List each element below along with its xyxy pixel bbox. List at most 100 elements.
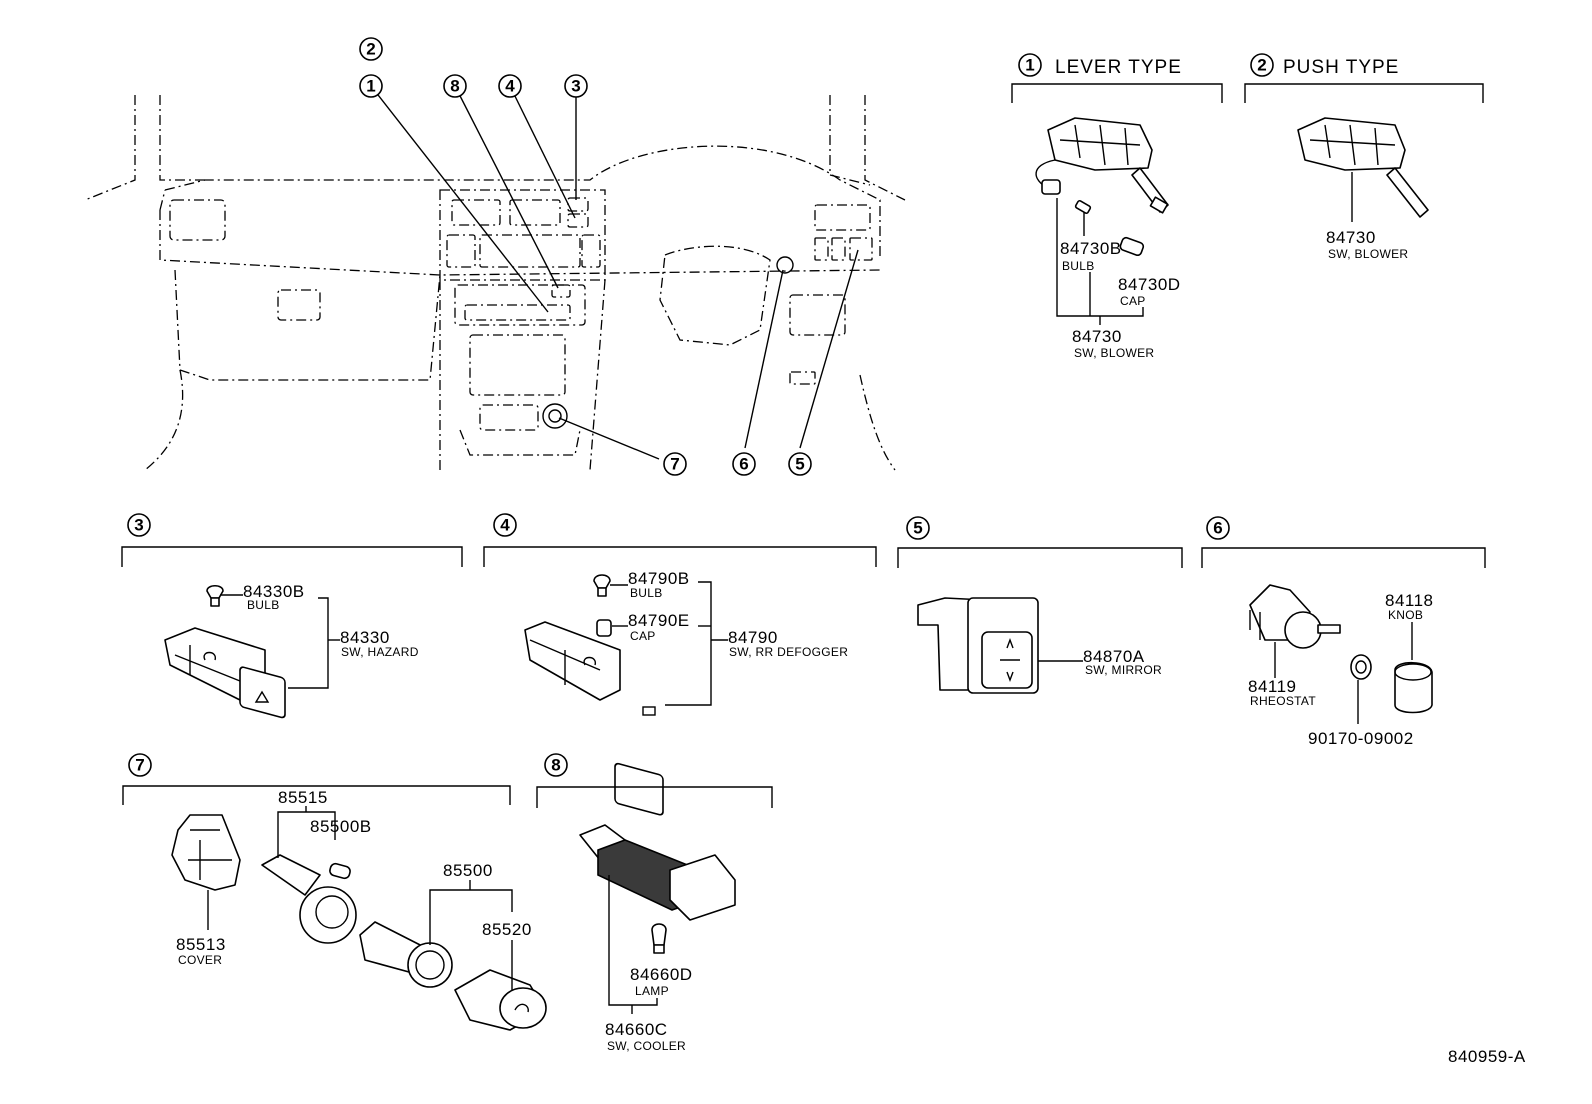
callout-2: 2 bbox=[359, 37, 383, 61]
part-84118: 84118 KNOB bbox=[1385, 591, 1434, 622]
svg-text:SW, MIRROR: SW, MIRROR bbox=[1085, 663, 1162, 677]
callout-8: 8 bbox=[443, 74, 467, 98]
callout-1: 1 bbox=[359, 74, 383, 98]
svg-text:85513: 85513 bbox=[176, 935, 226, 954]
svg-text:84330: 84330 bbox=[340, 628, 390, 647]
cover-drawing bbox=[171, 814, 241, 891]
svg-text:90170-09002: 90170-09002 bbox=[1308, 729, 1414, 748]
section-8-cooler: 8 84660D LAMP 84660C SW, COOLER bbox=[536, 753, 773, 1053]
blower-switch-push-drawing bbox=[1297, 117, 1429, 218]
svg-text:84730D: 84730D bbox=[1118, 275, 1181, 294]
callout-4: 4 bbox=[498, 74, 522, 98]
svg-text:84119: 84119 bbox=[1248, 677, 1297, 696]
section-3-hazard: 3 84330B BULB 84330 SW, HAZARD bbox=[121, 513, 463, 719]
svg-text:SW, BLOWER: SW, BLOWER bbox=[1328, 247, 1408, 261]
svg-text:4: 4 bbox=[500, 516, 510, 535]
svg-text:RHEOSTAT: RHEOSTAT bbox=[1250, 694, 1316, 708]
callout-3: 3 bbox=[564, 74, 588, 98]
lamp-drawing bbox=[651, 923, 667, 954]
svg-text:84870A: 84870A bbox=[1083, 647, 1145, 666]
part-84330B: 84330B BULB bbox=[243, 582, 305, 612]
svg-text:85520: 85520 bbox=[482, 920, 532, 939]
hazard-switch-drawing bbox=[164, 584, 286, 719]
cooler-switch-drawing bbox=[579, 824, 736, 921]
part-84660D: 84660D LAMP bbox=[630, 965, 693, 998]
svg-text:7: 7 bbox=[670, 455, 679, 474]
lighter-knob-drawing bbox=[454, 969, 547, 1031]
svg-text:CAP: CAP bbox=[1120, 294, 1146, 308]
defogger-switch-drawing bbox=[524, 574, 664, 816]
part-84660C: 84660C SW, COOLER bbox=[605, 1020, 686, 1053]
section-4-defogger: 4 84790B BULB 84790E CAP 84790 SW, RR DE… bbox=[483, 513, 877, 816]
svg-text:84660C: 84660C bbox=[605, 1020, 668, 1039]
svg-text:BULB: BULB bbox=[1062, 259, 1095, 273]
part-84119: 84119 RHEOSTAT bbox=[1248, 677, 1316, 708]
svg-text:SW, RR DEFOGGER: SW, RR DEFOGGER bbox=[729, 645, 848, 659]
svg-text:CAP: CAP bbox=[630, 629, 656, 643]
part-85515: 85515 bbox=[278, 788, 328, 807]
callout-7: 7 bbox=[663, 452, 687, 476]
svg-text:2: 2 bbox=[1257, 56, 1266, 75]
part-84730-lever: 84730 SW, BLOWER bbox=[1072, 327, 1154, 360]
svg-text:PUSH TYPE: PUSH TYPE bbox=[1283, 57, 1399, 78]
nut-drawing bbox=[1350, 654, 1372, 680]
part-90170-09002: 90170-09002 bbox=[1308, 729, 1414, 748]
section-6-rheostat: 6 84118 KNOB 84119 RHEOSTAT 9017 bbox=[1201, 516, 1486, 748]
svg-text:4: 4 bbox=[505, 77, 515, 96]
svg-text:84730B: 84730B bbox=[1060, 239, 1122, 258]
svg-text:85500B: 85500B bbox=[310, 817, 372, 836]
svg-text:LEVER TYPE: LEVER TYPE bbox=[1055, 57, 1182, 78]
variant-lever-type: 1 LEVER TYPE 84730B BULB 84730D CAP 8473… bbox=[1011, 53, 1223, 360]
svg-text:1: 1 bbox=[366, 77, 375, 96]
lighter-socket-drawing bbox=[261, 854, 357, 944]
svg-text:85500: 85500 bbox=[443, 861, 493, 880]
part-84870A: 84870A SW, MIRROR bbox=[1083, 647, 1162, 677]
callout-6: 6 bbox=[732, 452, 756, 476]
svg-text:5: 5 bbox=[913, 519, 922, 538]
part-85513: 85513 COVER bbox=[176, 935, 226, 967]
svg-text:84118: 84118 bbox=[1385, 591, 1434, 610]
part-84790B: 84790B BULB bbox=[628, 569, 690, 600]
svg-text:3: 3 bbox=[571, 77, 580, 96]
svg-text:84330B: 84330B bbox=[243, 582, 305, 601]
section-7-lighter: 7 85513 COVER 85515 85500B bbox=[122, 753, 547, 1031]
svg-text:1: 1 bbox=[1025, 56, 1034, 75]
knob-drawing bbox=[1394, 661, 1433, 714]
part-85520: 85520 bbox=[482, 920, 532, 939]
part-84790: 84790 SW, RR DEFOGGER bbox=[728, 628, 848, 659]
dashboard-overview: 2 1 8 4 3 6 5 7 bbox=[84, 37, 906, 476]
svg-text:84790: 84790 bbox=[728, 628, 778, 647]
part-84730-push: 84730 SW, BLOWER bbox=[1326, 228, 1408, 261]
part-85500: 85500 bbox=[443, 861, 493, 880]
part-84730B: 84730B BULB bbox=[1060, 239, 1122, 273]
svg-text:84730: 84730 bbox=[1326, 228, 1376, 247]
part-84330: 84330 SW, HAZARD bbox=[340, 628, 419, 659]
svg-text:8: 8 bbox=[551, 756, 560, 775]
svg-text:84660D: 84660D bbox=[630, 965, 693, 984]
svg-text:BULB: BULB bbox=[630, 586, 663, 600]
svg-text:5: 5 bbox=[795, 455, 804, 474]
svg-text:84730: 84730 bbox=[1072, 327, 1122, 346]
callout-5: 5 bbox=[788, 452, 812, 476]
svg-text:84790B: 84790B bbox=[628, 569, 690, 588]
svg-text:85515: 85515 bbox=[278, 788, 328, 807]
svg-text:2: 2 bbox=[366, 40, 375, 59]
svg-text:KNOB: KNOB bbox=[1388, 608, 1423, 622]
svg-text:COVER: COVER bbox=[178, 953, 222, 967]
svg-text:LAMP: LAMP bbox=[635, 984, 669, 998]
svg-text:84790E: 84790E bbox=[628, 611, 690, 630]
svg-text:SW, HAZARD: SW, HAZARD bbox=[341, 645, 419, 659]
svg-text:8: 8 bbox=[450, 77, 459, 96]
rheostat-drawing bbox=[1249, 584, 1341, 649]
mirror-switch-drawing bbox=[917, 597, 1039, 694]
svg-text:3: 3 bbox=[134, 516, 143, 535]
svg-text:SW, BLOWER: SW, BLOWER bbox=[1074, 346, 1154, 360]
svg-text:7: 7 bbox=[135, 756, 144, 775]
blower-switch-lever-drawing bbox=[1035, 117, 1169, 257]
svg-text:BULB: BULB bbox=[247, 598, 280, 612]
lighter-element-drawing bbox=[359, 921, 453, 988]
part-85500B: 85500B bbox=[310, 817, 372, 836]
section-5-mirror: 5 84870A SW, MIRROR bbox=[897, 516, 1183, 694]
